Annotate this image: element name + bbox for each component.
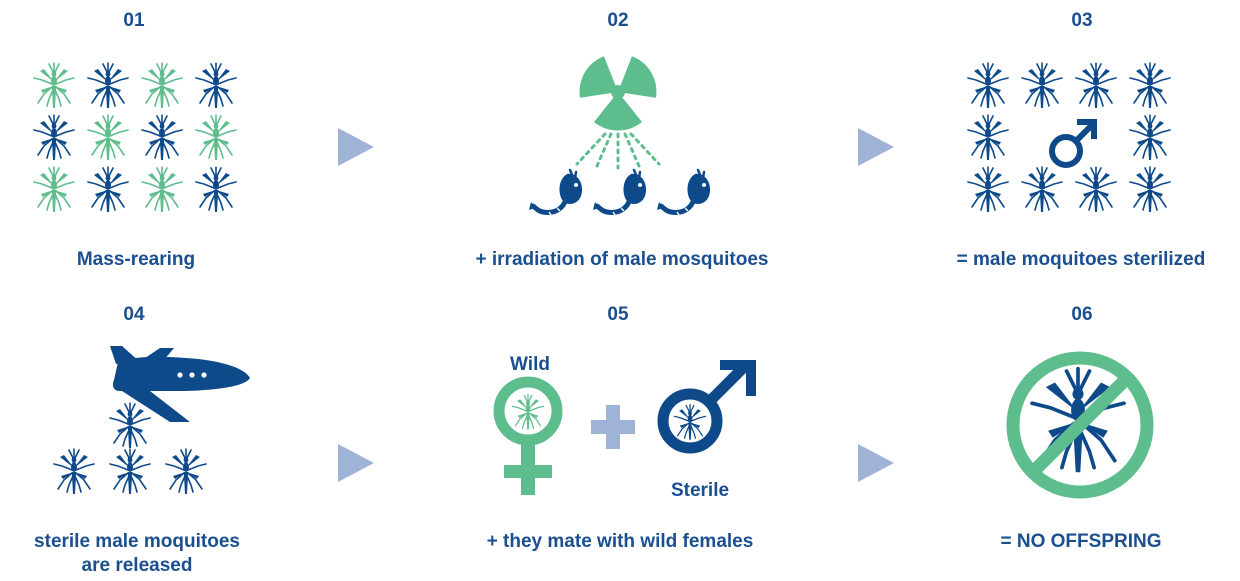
mosquito-icon (109, 402, 151, 449)
mosquito-icon (109, 448, 151, 495)
mosquito-icon (141, 166, 183, 213)
mosquito-icon (1129, 114, 1171, 161)
step-number-02: 02 (607, 10, 629, 31)
mosquito-icon (1129, 166, 1171, 213)
mosquito-icon (33, 166, 75, 213)
mosquito-icon (967, 114, 1009, 161)
mosquito-icon (1075, 62, 1117, 109)
female-symbol-icon (493, 376, 563, 495)
mass-rearing-grid (33, 62, 237, 213)
mosquito-icon (87, 62, 129, 109)
mosquito-icon (33, 114, 75, 161)
arrow-right-icon (858, 444, 894, 482)
arrow-right-icon (858, 128, 894, 166)
sterilized-males-grid (967, 62, 1171, 213)
mosquito-icon (195, 166, 237, 213)
step-caption-06: = NO OFFSPRING (1000, 531, 1162, 552)
mosquito-icon (87, 166, 129, 213)
step-number-03: 03 (1071, 10, 1093, 31)
irradiation-illustration (515, 56, 725, 227)
radiation-icon (579, 56, 657, 131)
mosquito-icon (967, 166, 1009, 213)
airplane-icon (110, 346, 250, 422)
step-caption-02: + irradiation of male mosquitoes (475, 249, 769, 270)
step-caption-01: Mass-rearing (76, 249, 196, 270)
step-number-01: 01 (123, 10, 145, 31)
step-caption-03: = male moquitoes sterilized (956, 249, 1206, 270)
mosquito-icon (1021, 62, 1063, 109)
pupa-icon (657, 170, 710, 215)
mosquito-icon (87, 114, 129, 161)
pupa-icon (529, 170, 582, 215)
mosquito-icon (1021, 166, 1063, 213)
label-sterile: Sterile (670, 480, 730, 501)
mating-illustration (493, 360, 756, 495)
prohibition-icon (1006, 351, 1154, 499)
male-symbol-icon (657, 360, 756, 454)
arrow-right-icon (338, 444, 374, 482)
release-illustration (53, 346, 250, 495)
plus-icon (591, 405, 635, 449)
arrow-right-icon (338, 128, 374, 166)
no-offspring-illustration (1006, 351, 1154, 499)
male-symbol-icon (1049, 119, 1098, 168)
step-caption-04: sterile male moquitoes are released (34, 530, 240, 578)
step-number-04: 04 (123, 304, 145, 325)
mosquito-icon (141, 62, 183, 109)
step-caption-05: + they mate with wild females (486, 531, 754, 552)
mosquito-icon (53, 448, 95, 495)
mosquito-icon (1075, 166, 1117, 213)
mosquito-icon (195, 62, 237, 109)
radiation-rays (575, 132, 661, 170)
step-number-05: 05 (607, 304, 629, 325)
step-caption-04-line1: sterile male moquitoes (34, 531, 240, 552)
mosquito-icon (165, 448, 207, 495)
pupa-icon (593, 170, 646, 215)
mosquito-icon (673, 403, 707, 441)
mosquito-icon (967, 62, 1009, 109)
mosquito-icon (141, 114, 183, 161)
mosquito-icon (511, 393, 545, 431)
mosquito-icon (33, 62, 75, 109)
label-wild: Wild (510, 354, 550, 375)
mosquito-icon (195, 114, 237, 161)
step-number-06: 06 (1071, 304, 1093, 325)
step-caption-04-line2: are released (81, 555, 193, 576)
mosquito-icon (1129, 62, 1171, 109)
